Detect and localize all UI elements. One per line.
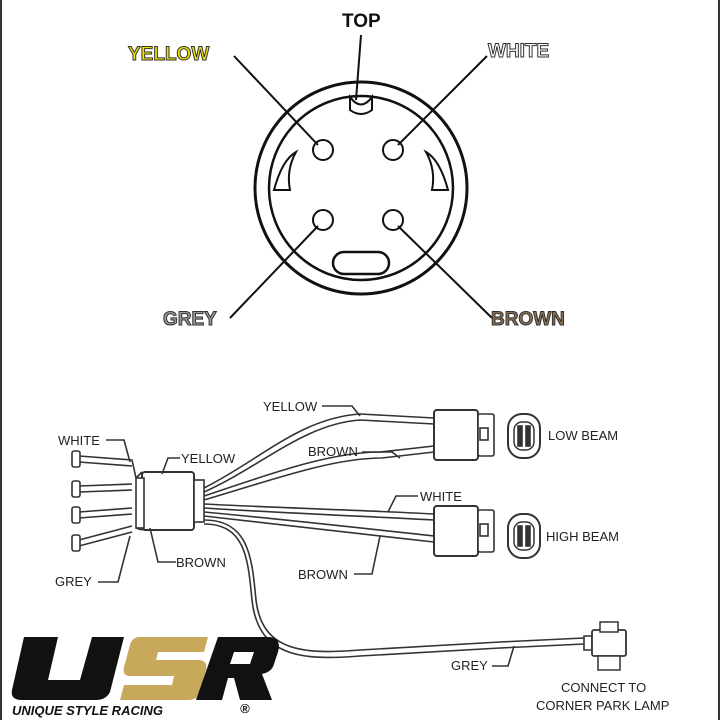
logo-letter-s — [120, 637, 208, 700]
leader-h-brown-left — [149, 527, 176, 563]
harness — [71, 405, 627, 671]
connect-to-label: CONNECT TO — [561, 680, 646, 695]
left-border — [0, 0, 2, 720]
low-beam-socket — [433, 409, 479, 461]
logo-text: UNIQUE STYLE RACING — [12, 703, 163, 718]
leader-h-yellow-left — [161, 457, 180, 475]
h-label-white-left: WHITE — [58, 433, 100, 448]
leader-brown — [397, 225, 493, 319]
h-label-yellow-top: YELLOW — [263, 399, 318, 414]
leader-h-grey-bottom — [492, 645, 515, 667]
corner-lamp-socket — [583, 621, 627, 671]
label-top: TOP — [342, 11, 381, 32]
low-beam-bulb — [507, 413, 541, 459]
left-leads — [71, 450, 137, 552]
left-side-notch — [272, 149, 299, 191]
leader-h-brown-low — [354, 535, 381, 575]
label-white: WHITE — [488, 41, 549, 62]
right-border — [718, 0, 720, 720]
h-label-brown-low: BROWN — [298, 567, 348, 582]
leader-h-yellow-top — [322, 405, 361, 417]
logo-letter-r — [196, 637, 279, 700]
low-beam-label: LOW BEAM — [548, 428, 618, 443]
h-label-grey-left: GREY — [55, 574, 92, 589]
leader-h-grey-left — [98, 535, 131, 583]
leader-h-brown-mid — [362, 451, 401, 459]
label-brown: BROWN — [491, 309, 565, 330]
h-label-brown-left: BROWN — [176, 555, 226, 570]
wire-white-high — [203, 503, 435, 515]
connector-outer-ring — [253, 80, 469, 296]
usr-logo: UNIQUE STYLE RACING ® — [11, 637, 279, 718]
main-plug — [141, 471, 195, 531]
high-beam-label: HIGH BEAM — [546, 529, 619, 544]
connector-face — [229, 34, 493, 319]
h-label-yellow-left: YELLOW — [181, 451, 236, 466]
right-side-notch — [423, 149, 450, 191]
leader-yellow — [233, 55, 319, 146]
h-label-grey-bottom: GREY — [451, 658, 488, 673]
wire-yellow-low — [203, 413, 435, 489]
high-beam-socket — [433, 505, 479, 557]
corner-park-lamp-label: CORNER PARK LAMP — [536, 698, 669, 713]
leader-top — [355, 34, 362, 101]
logo-registered: ® — [240, 701, 250, 716]
bottom-key — [331, 250, 391, 276]
pin-brown — [382, 209, 404, 231]
leader-h-white-left — [106, 439, 131, 463]
leader-grey — [229, 225, 319, 319]
label-yellow: YELLOW — [128, 44, 209, 65]
high-beam-bulb — [507, 513, 541, 559]
connector-inner-ring — [267, 94, 455, 282]
h-label-brown-mid: BROWN — [308, 444, 358, 459]
label-grey: GREY — [163, 309, 217, 330]
leader-h-white-mid — [387, 495, 418, 513]
wire-grey — [203, 519, 585, 653]
leader-white — [397, 55, 488, 146]
top-key-notch — [349, 93, 373, 115]
h-label-white-mid: WHITE — [420, 489, 462, 504]
logo-letter-u — [11, 637, 124, 700]
pin-grey — [312, 209, 334, 231]
wire-brown-high — [203, 511, 435, 537]
